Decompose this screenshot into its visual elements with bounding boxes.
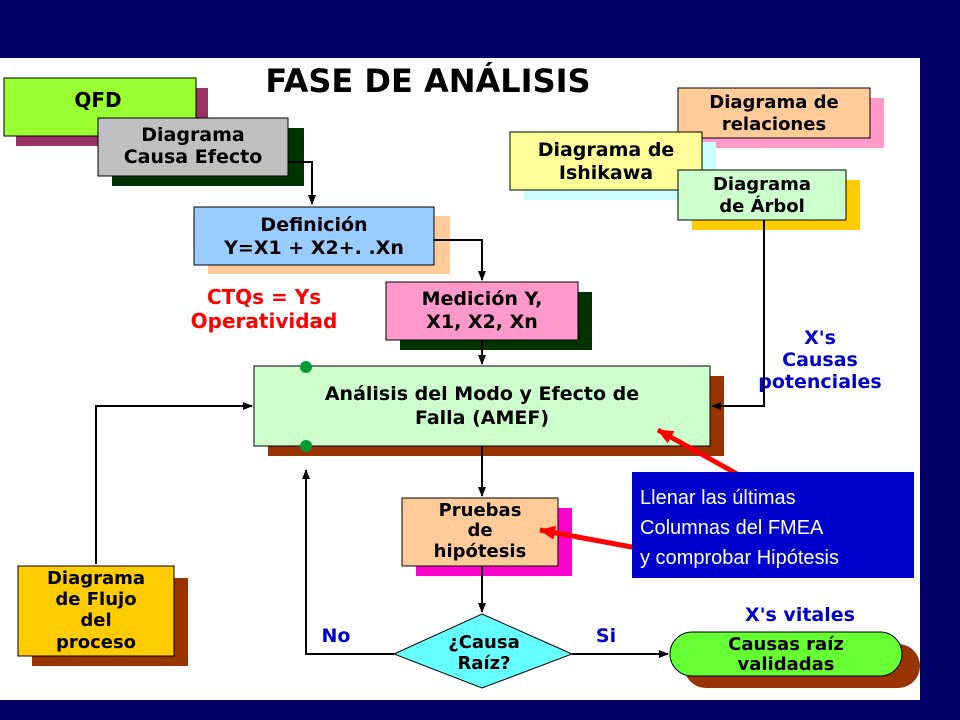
validadas-line2: validadas [738, 654, 835, 675]
arrow-no-to-amef [302, 469, 394, 655]
flujo-line2: de Flujo [55, 589, 136, 610]
validadas-line1: Causas raíz [728, 634, 844, 655]
ctqs-line1: CTQs = Ys [207, 285, 321, 309]
relaciones-box: Diagrama de relaciones [677, 87, 884, 148]
arrow-definicion-to-medicion [434, 239, 486, 281]
flujo-line1: Diagrama [47, 568, 145, 589]
medicion-box: Medición Y, X1, X2, Xn [385, 281, 592, 350]
arrow-flujo-to-amef [95, 402, 253, 564]
causas-label: Causas [782, 349, 858, 371]
amef-line1: Análisis del Modo y Efecto de [325, 383, 639, 405]
red-arrow-to-pruebas [539, 525, 649, 553]
pruebas-line2: de [467, 520, 492, 541]
causa-efecto-line2: Causa Efecto [124, 146, 263, 168]
arrow-causa-to-definicion [288, 161, 316, 205]
decision-line2: Raíz? [457, 653, 510, 674]
xs-label: X's [804, 327, 836, 349]
flujo-line4: proceso [56, 632, 136, 653]
decision-line1: ¿Causa [448, 632, 519, 653]
definicion-box: Definición Y=X1 + X2+. .Xn [193, 206, 450, 274]
callout-line2: Columnas del FMEA [640, 517, 824, 539]
pruebas-line3: hipótesis [434, 541, 527, 562]
callout-box: Llenar las últimas Columnas del FMEA y c… [632, 472, 914, 578]
pruebas-line1: Pruebas [439, 500, 522, 521]
causa-raiz-decision: ¿Causa Raíz? [392, 613, 574, 689]
ishikawa-line1: Diagrama de [538, 139, 675, 161]
flujo-line3: del [80, 610, 111, 631]
flujo-box: Diagrama de Flujo del proceso [17, 565, 188, 666]
definicion-line2: Y=X1 + X2+. .Xn [223, 237, 404, 259]
potenciales-label: potenciales [758, 371, 881, 393]
callout-line1: Llenar las últimas [640, 487, 796, 509]
arbol-box: Diagrama de Árbol [677, 169, 860, 230]
red-arrow-to-amef [656, 427, 750, 483]
connector-dot-bottom [300, 440, 312, 452]
causas-validadas-box: Causas raíz validadas [669, 631, 920, 688]
ctqs-line2: Operatividad [191, 309, 338, 333]
qfd-label: QFD [74, 88, 121, 112]
xs-vitales-label: X's vitales [745, 604, 855, 626]
ishikawa-line2: Ishikawa [559, 162, 653, 184]
callout-line3: y comprobar Hipótesis [640, 547, 839, 569]
connectors [95, 161, 765, 658]
connector-dot-top [300, 361, 312, 373]
callout-arrows [539, 427, 750, 553]
medicion-line1: Medición Y, [422, 288, 543, 310]
pruebas-box: Pruebas de hipótesis [401, 497, 572, 576]
causa-efecto-line1: Diagrama [141, 124, 245, 146]
relaciones-line1: Diagrama de [709, 92, 838, 113]
relaciones-line2: relaciones [722, 114, 826, 135]
no-label: No [322, 625, 351, 647]
causa-efecto-box: Diagrama Causa Efecto [97, 117, 304, 186]
amef-box: Análisis del Modo y Efecto de Falla (AME… [253, 361, 724, 456]
qfd-box: QFD [3, 77, 208, 146]
si-label: Si [596, 625, 616, 647]
amef-line2: Falla (AMEF) [415, 407, 549, 429]
page-title: FASE DE ANÁLISIS [265, 62, 590, 100]
arbol-line2: de Árbol [719, 195, 805, 217]
medicion-line2: X1, X2, Xn [426, 311, 538, 333]
arbol-line1: Diagrama [713, 174, 811, 195]
arrow-arbol-to-amef [711, 220, 765, 410]
definicion-line1: Definición [260, 214, 367, 236]
